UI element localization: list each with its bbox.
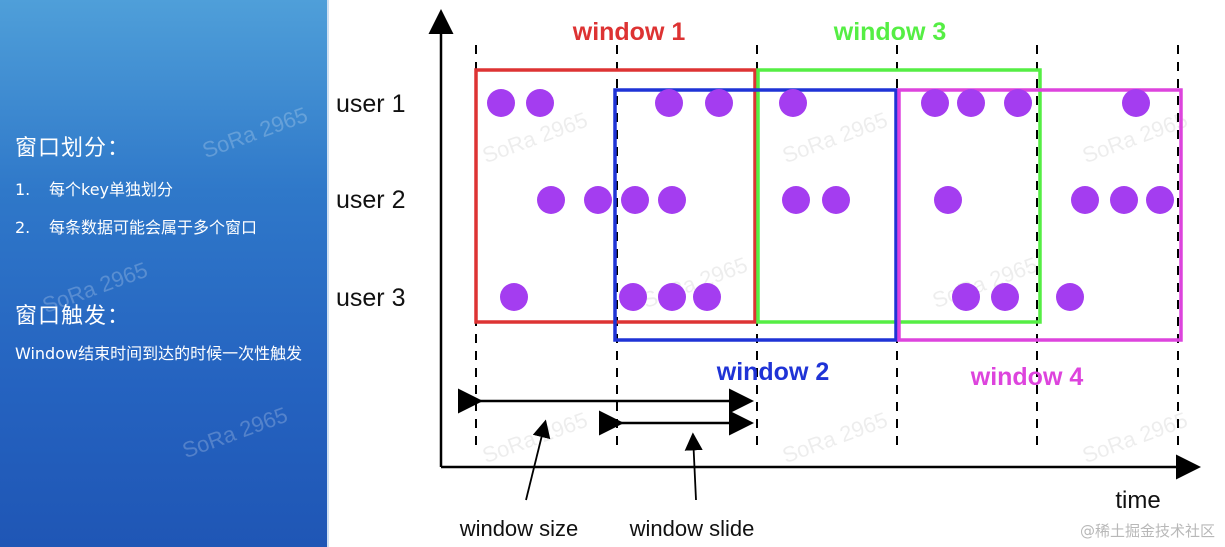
event-dot [1146,186,1174,214]
event-dots [487,89,1174,311]
sidebar: SoRa 2965 SoRa 2965 SoRa 2965 窗口划分： 1.每个… [0,0,327,547]
item-text: 每个key单独划分 [49,180,174,199]
window-2-label: window 2 [716,358,830,386]
event-dot [1110,186,1138,214]
event-dot [500,283,528,311]
window-2-box [613,88,898,342]
event-dot [487,89,515,117]
event-dot [991,283,1019,311]
item-number: 2. [15,218,31,237]
event-dot [957,89,985,117]
event-dot [782,186,810,214]
partition-item: 2. 每条数据可能会属于多个窗口 [15,214,257,238]
event-dot [526,89,554,117]
event-dot [655,89,683,117]
event-dot [619,283,647,311]
window-size-pointer [525,419,551,501]
time-axis-label: time [1115,487,1160,514]
event-dot [584,186,612,214]
event-dot [537,186,565,214]
event-dot [693,283,721,311]
event-dot [822,186,850,214]
event-dot [934,186,962,214]
window-4-label: window 4 [970,363,1084,391]
window-slide-pointer [684,432,703,501]
item-number: 1. [15,180,31,199]
event-dot [1071,186,1099,214]
event-dot [658,283,686,311]
event-dot [1004,89,1032,117]
event-dot [1122,89,1150,117]
event-dot [658,186,686,214]
window-size-label: window size [459,516,579,541]
event-dot [779,89,807,117]
trigger-text: Window结束时间到达的时候一次性触发 [15,344,303,363]
event-dot [952,283,980,311]
item-text: 每条数据可能会属于多个窗口 [49,218,258,237]
divider [327,0,329,547]
event-dot [921,89,949,117]
row-label-user-2: user 2 [336,186,405,214]
row-label-user-3: user 3 [336,284,405,312]
partition-title: 窗口划分： [15,136,131,161]
partition-item: 1. 每个key单独划分 [15,176,173,200]
trigger-title: 窗口触发： [15,304,131,329]
event-dot [705,89,733,117]
window-4-box [897,88,1183,342]
window-1-label: window 1 [572,18,686,46]
credit-watermark: @稀土掘金技术社区 [1079,522,1215,540]
row-label-user-1: user 1 [336,90,405,118]
event-dot [1056,283,1084,311]
window-3-label: window 3 [833,18,947,46]
event-dot [621,186,649,214]
window-slide-label: window slide [629,516,755,541]
